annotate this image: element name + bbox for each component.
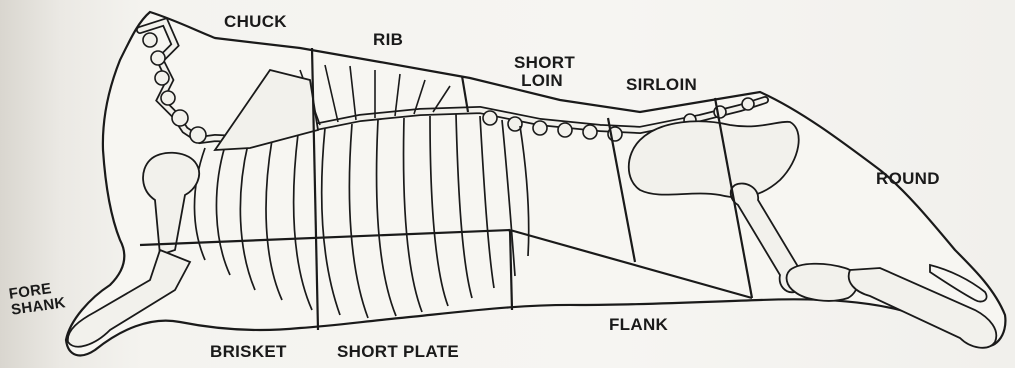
label-short-loin: SHORT LOIN (514, 54, 570, 90)
label-short-loin-line2: LOIN (514, 72, 570, 90)
label-sirloin: SIRLOIN (626, 76, 697, 94)
label-brisket: BRISKET (210, 343, 287, 361)
label-round: ROUND (876, 170, 940, 188)
label-rib: RIB (373, 31, 403, 49)
label-short-loin-line1: SHORT (514, 54, 570, 72)
label-flank: FLANK (609, 316, 668, 334)
label-short-plate: SHORT PLATE (337, 343, 459, 361)
label-chuck: CHUCK (224, 13, 287, 31)
